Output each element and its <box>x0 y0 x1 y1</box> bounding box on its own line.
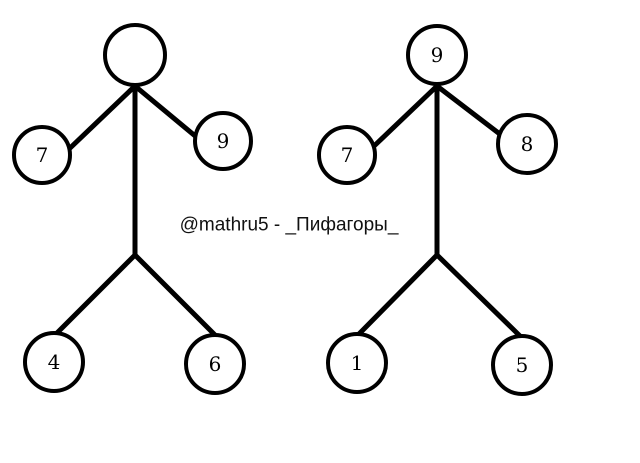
figure-left-left-leg <box>52 252 138 338</box>
figure-left-right-foot: 6 <box>184 333 246 395</box>
figure-left-right-foot-value: 6 <box>209 352 222 376</box>
figure-right-left-hand-value: 7 <box>341 143 354 167</box>
figure-right-head: 9 <box>406 24 468 86</box>
figure-left-left-foot-value: 4 <box>48 350 61 374</box>
figure-left-left-foot: 4 <box>23 331 85 393</box>
figure-left-left-hand-value: 7 <box>36 143 49 167</box>
figure-left-right-arm <box>132 83 203 143</box>
figure-left-head <box>103 23 167 87</box>
watermark-text: @mathru5 - _Пифагоры_ <box>180 215 399 236</box>
figure-right-left-foot: 1 <box>326 332 388 394</box>
figure-right-right-hand: 8 <box>496 113 558 175</box>
figure-left-right-hand: 9 <box>193 111 253 171</box>
figure-right-left-leg <box>355 252 440 338</box>
figure-right-left-foot-value: 1 <box>351 351 364 375</box>
figure-right-right-hand-value: 8 <box>521 132 534 156</box>
figure-left-right-hand-value: 9 <box>217 129 230 153</box>
figure-right-left-arm <box>369 83 440 151</box>
figure-right-right-foot: 5 <box>491 334 553 396</box>
figure-right-right-arm <box>434 83 508 141</box>
figure-right: 9 7 8 1 5 <box>317 24 558 396</box>
figure-right-right-foot-value: 5 <box>516 353 529 377</box>
figure-left: 7 9 4 6 <box>12 23 253 395</box>
figure-left-right-leg <box>132 252 218 338</box>
figure-right-right-leg <box>434 252 523 339</box>
figure-right-left-hand: 7 <box>317 125 377 185</box>
figure-right-head-value: 9 <box>431 43 444 67</box>
figure-left-left-arm <box>65 83 138 153</box>
figure-left-left-hand: 7 <box>12 125 72 185</box>
